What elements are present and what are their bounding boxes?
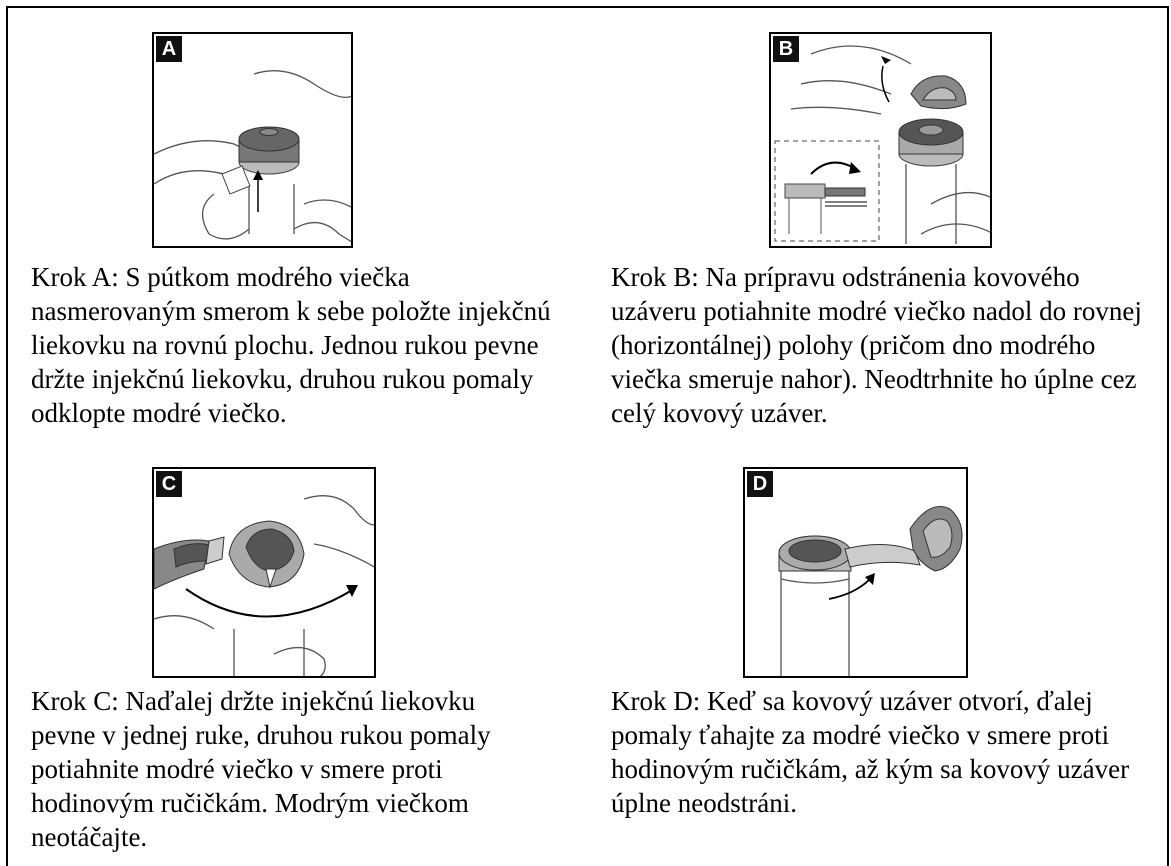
vial-hand-illustration-a: [154, 34, 353, 248]
illustration-step-c: C: [152, 467, 376, 678]
step-b-caption: Krok B: Na prípravu odstránenia kovového…: [611, 260, 1151, 430]
illustration-step-a: A: [152, 32, 353, 248]
vial-hand-illustration-b: [771, 34, 992, 248]
vial-illustration-d: [745, 469, 968, 678]
step-badge-d: D: [747, 471, 773, 497]
step-d-caption: Krok D: Keď sa kovový uzáver otvorí, ďal…: [611, 684, 1151, 820]
step-a-caption: Krok A: S pútkom modrého viečka nasmerov…: [31, 260, 561, 430]
illustration-step-d: D: [743, 467, 968, 678]
step-badge-b: B: [773, 36, 799, 62]
step-c-caption: Krok C: Naďalej držte injekčnú liekovku …: [31, 684, 541, 854]
vial-hand-illustration-c: [154, 469, 376, 678]
illustration-step-b: B: [769, 32, 992, 248]
step-badge-c: C: [156, 471, 182, 497]
step-badge-a: A: [156, 36, 182, 62]
